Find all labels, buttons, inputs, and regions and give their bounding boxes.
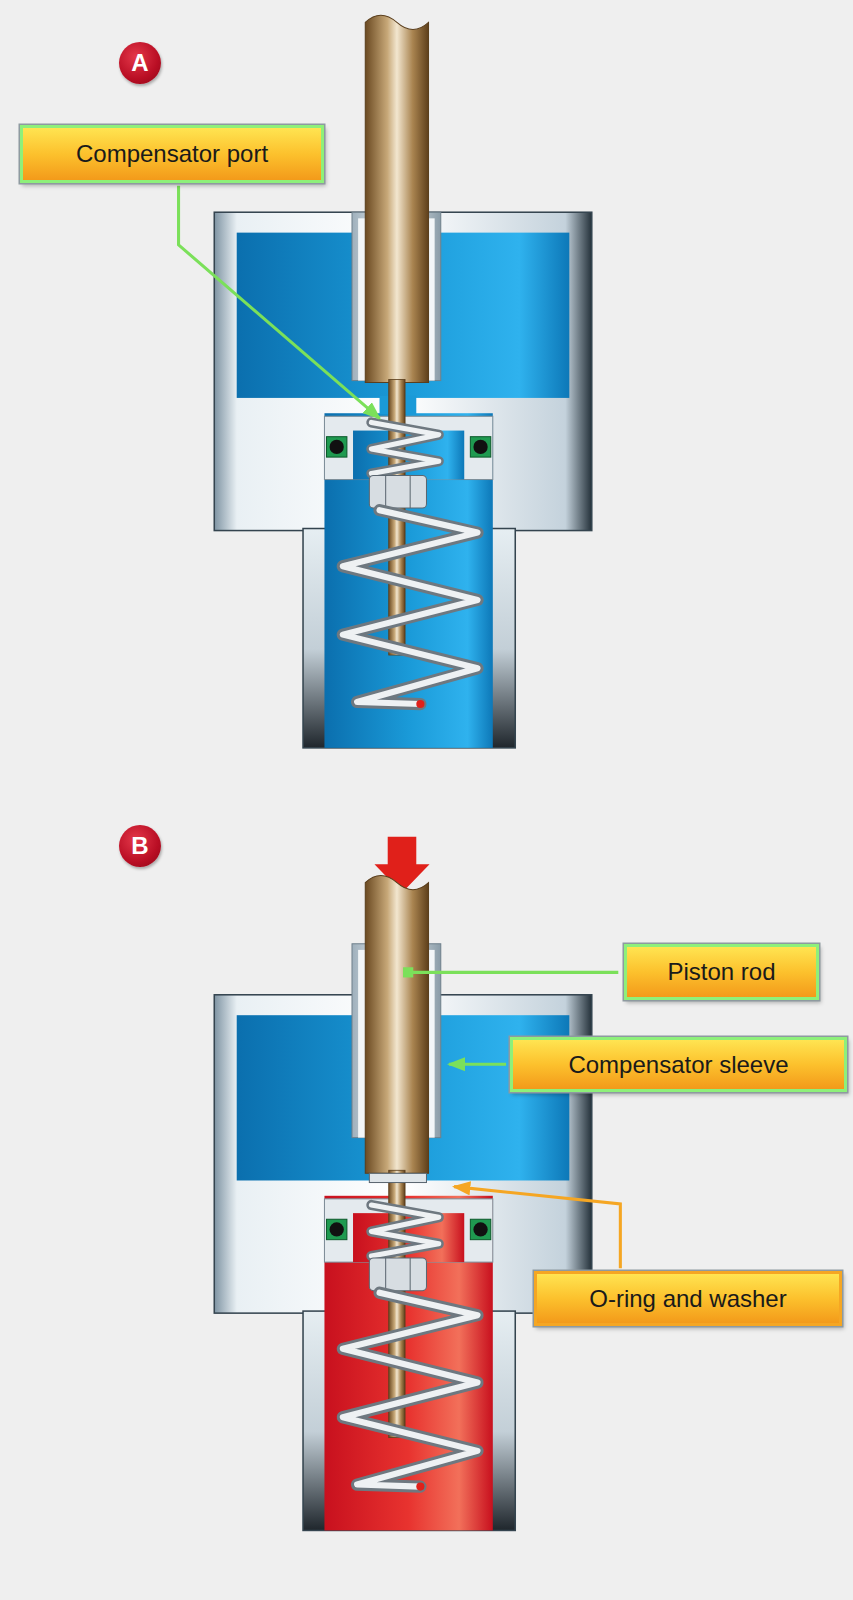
spring-end (416, 1482, 424, 1490)
callout-label: Piston rod (624, 944, 819, 1000)
bore-fluid (324, 413, 492, 748)
spring (343, 510, 478, 704)
callout-label: Compensator sleeve (510, 1037, 847, 1092)
callout-label: O-ring and washer (534, 1271, 842, 1326)
o-ring-seat (326, 1219, 346, 1239)
bore-fluid (324, 1196, 492, 1531)
piston-rod (365, 875, 428, 1173)
nut (369, 1258, 426, 1291)
panel-badge: A (119, 42, 161, 84)
piston-rod (365, 15, 428, 382)
panel-badge: B (119, 825, 161, 867)
o-ring (330, 1222, 344, 1236)
nut (410, 1258, 411, 1291)
panel-letter: B (131, 832, 148, 860)
spring (343, 1293, 478, 1487)
spring (371, 1205, 438, 1256)
panel-b (214, 837, 592, 1531)
callout-label: Compensator port (20, 125, 324, 183)
spring (371, 422, 438, 473)
nut (369, 475, 426, 508)
spring (371, 1205, 438, 1256)
o-ring-seat (470, 437, 490, 457)
o-ring-washer (369, 1173, 426, 1182)
part-name: Piston rod (667, 958, 775, 986)
o-ring (330, 440, 344, 454)
nut (385, 475, 386, 508)
leader-line (408, 971, 618, 974)
nut (385, 1258, 386, 1291)
spring (343, 1293, 478, 1487)
piston-head (324, 1199, 492, 1262)
leader-line (454, 1187, 620, 1269)
panel-letter: A (131, 49, 148, 77)
nut (410, 475, 411, 508)
spring-end (416, 700, 424, 708)
o-ring (473, 1222, 487, 1236)
leader-line (179, 186, 380, 419)
part-name: Compensator port (76, 140, 268, 168)
o-ring-seat (470, 1219, 490, 1239)
part-name: Compensator sleeve (568, 1051, 788, 1079)
piston-head (324, 416, 492, 479)
o-ring-seat (326, 437, 346, 457)
o-ring (473, 440, 487, 454)
spring (343, 510, 478, 704)
spring (371, 422, 438, 473)
part-name: O-ring and washer (589, 1285, 786, 1313)
leader-line (449, 1063, 506, 1066)
